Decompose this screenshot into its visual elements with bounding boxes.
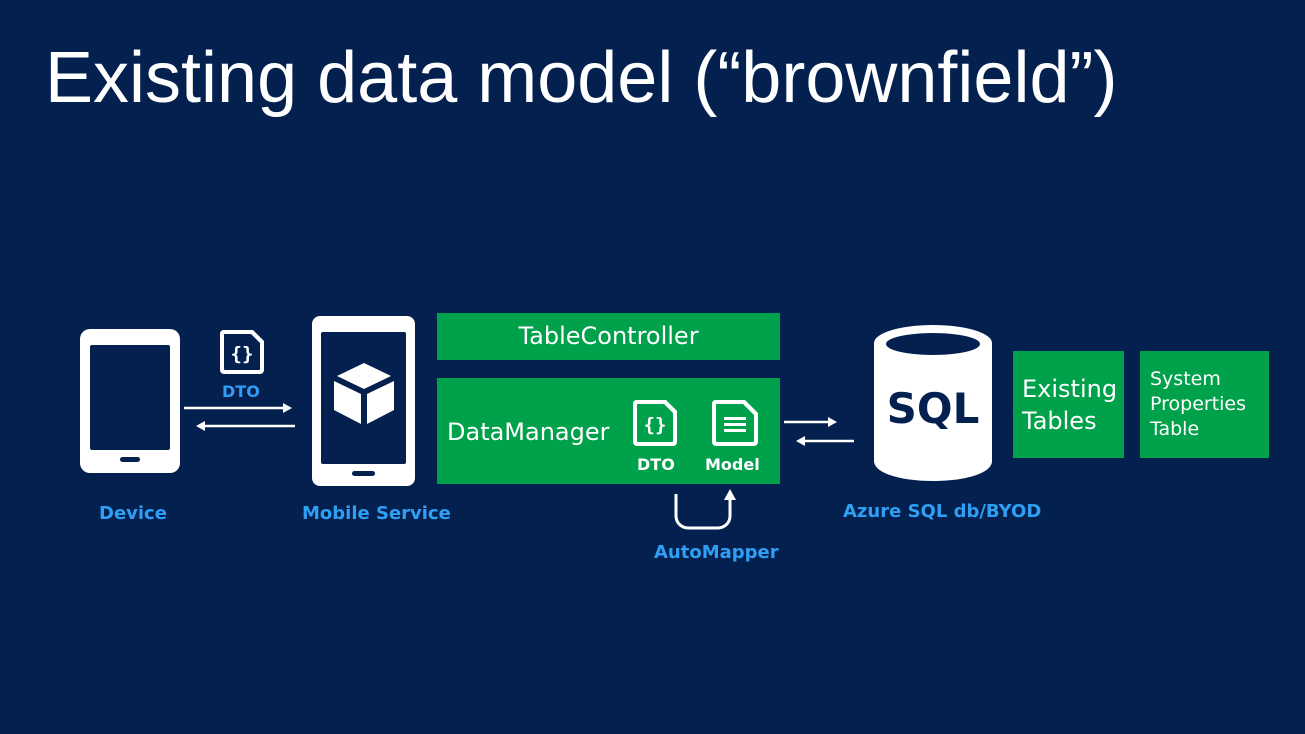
device-label: Device: [99, 503, 167, 524]
cube-icon: [334, 363, 394, 424]
system-tile-line2: Properties: [1150, 393, 1247, 415]
dto-json-icon: {}: [632, 399, 678, 447]
manager-database-arrows: [782, 414, 857, 448]
table-controller-box: TableController: [437, 313, 780, 360]
database-label: Azure SQL db/BYOD: [843, 501, 1042, 522]
slide-title: Existing data model (“brownfield”): [45, 38, 1118, 118]
system-tile-line3: Table: [1150, 418, 1200, 440]
mobile-service-label: Mobile Service: [302, 503, 451, 524]
system-tile-line1: System: [1150, 368, 1221, 390]
model-document-icon: [711, 399, 759, 447]
data-manager-label: DataManager: [447, 418, 610, 446]
json-document-icon: {}: [219, 329, 265, 375]
dm-dto-label: DTO: [637, 455, 675, 474]
svg-text:{}: {}: [644, 414, 667, 436]
existing-tables-line2: Tables: [1022, 407, 1097, 435]
table-controller-label: TableController: [518, 322, 699, 350]
automapper-label: AutoMapper: [654, 542, 779, 563]
device-service-arrows: [182, 400, 297, 432]
loop-arrow-icon: [670, 486, 740, 534]
sql-text: SQL: [887, 384, 980, 433]
dto-transfer-label: DTO: [222, 382, 260, 401]
system-properties-tile: System Properties Table: [1140, 351, 1269, 458]
sql-database-icon: SQL: [872, 323, 994, 483]
svg-text:{}: {}: [231, 343, 254, 365]
dm-model-label: Model: [705, 455, 760, 474]
data-manager-box: DataManager {} DTO Model: [437, 378, 780, 484]
smartphone-icon: [80, 329, 180, 473]
existing-tables-line1: Existing: [1022, 375, 1118, 403]
mobile-service-device-icon: [312, 316, 415, 486]
existing-tables-tile: Existing Tables: [1013, 351, 1124, 458]
